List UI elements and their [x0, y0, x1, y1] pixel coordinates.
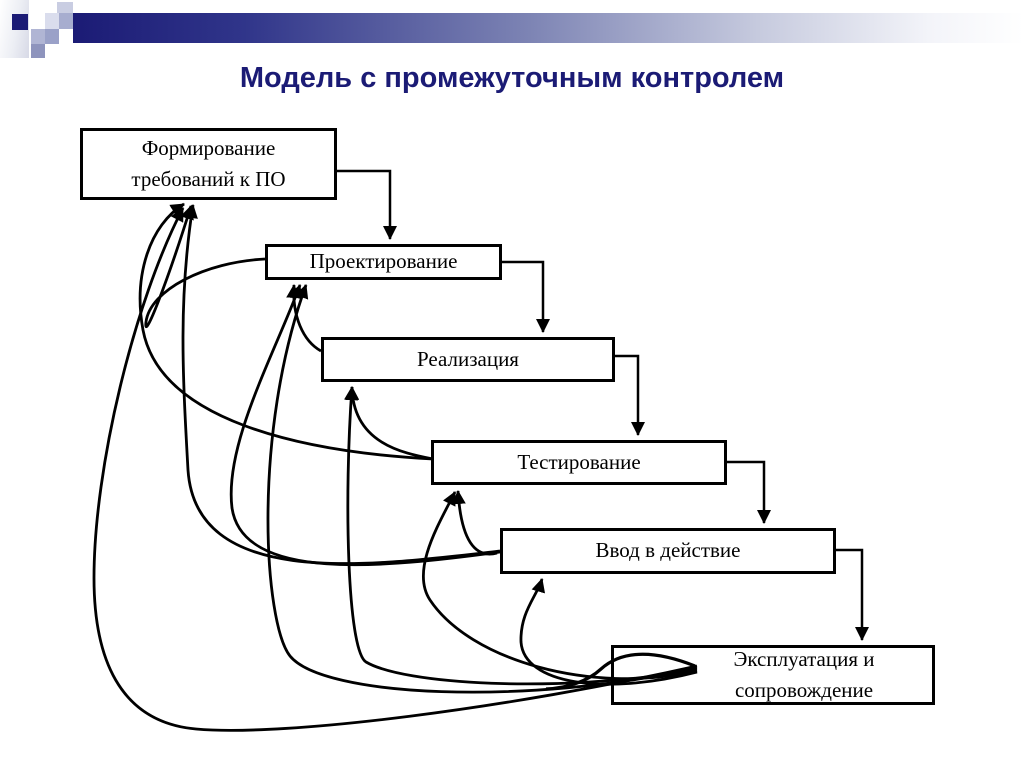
feedback-arrow-3-2: [286, 284, 322, 353]
deco-square: [59, 13, 73, 29]
deco-square: [31, 44, 45, 58]
stage-box-deployment: Ввод в действие: [500, 528, 836, 574]
feedback-arrow-4-3: [345, 386, 434, 461]
feedback-arrow-4-1: [138, 202, 434, 461]
deco-square: [12, 14, 28, 30]
connector-forward-4-5: [727, 460, 771, 524]
connector-forward-1-2: [337, 169, 397, 240]
stage-box-requirements: Формирование требований к ПО: [80, 128, 337, 200]
stage-box-design: Проектирование: [265, 244, 502, 280]
deco-title-bar: [73, 13, 1024, 43]
feedback-arrow-5-4: [451, 490, 498, 556]
stage-box-testing: Тестирование: [431, 440, 727, 485]
deco-square: [45, 29, 59, 44]
deco-square: [45, 13, 59, 29]
connector-forward-3-4: [615, 354, 645, 436]
page-title: Модель с промежуточным контролем: [239, 62, 785, 94]
deco-square: [31, 29, 45, 44]
stage-box-implementation: Реализация: [321, 337, 615, 382]
feedback-arrow-5-2: [229, 284, 501, 567]
stage-box-maintenance: Эксплуатация и сопровождение: [611, 645, 935, 705]
feedback-arrow-2-1: [144, 205, 266, 329]
connector-forward-5-6: [836, 548, 869, 641]
connector-forward-2-3: [502, 260, 550, 333]
